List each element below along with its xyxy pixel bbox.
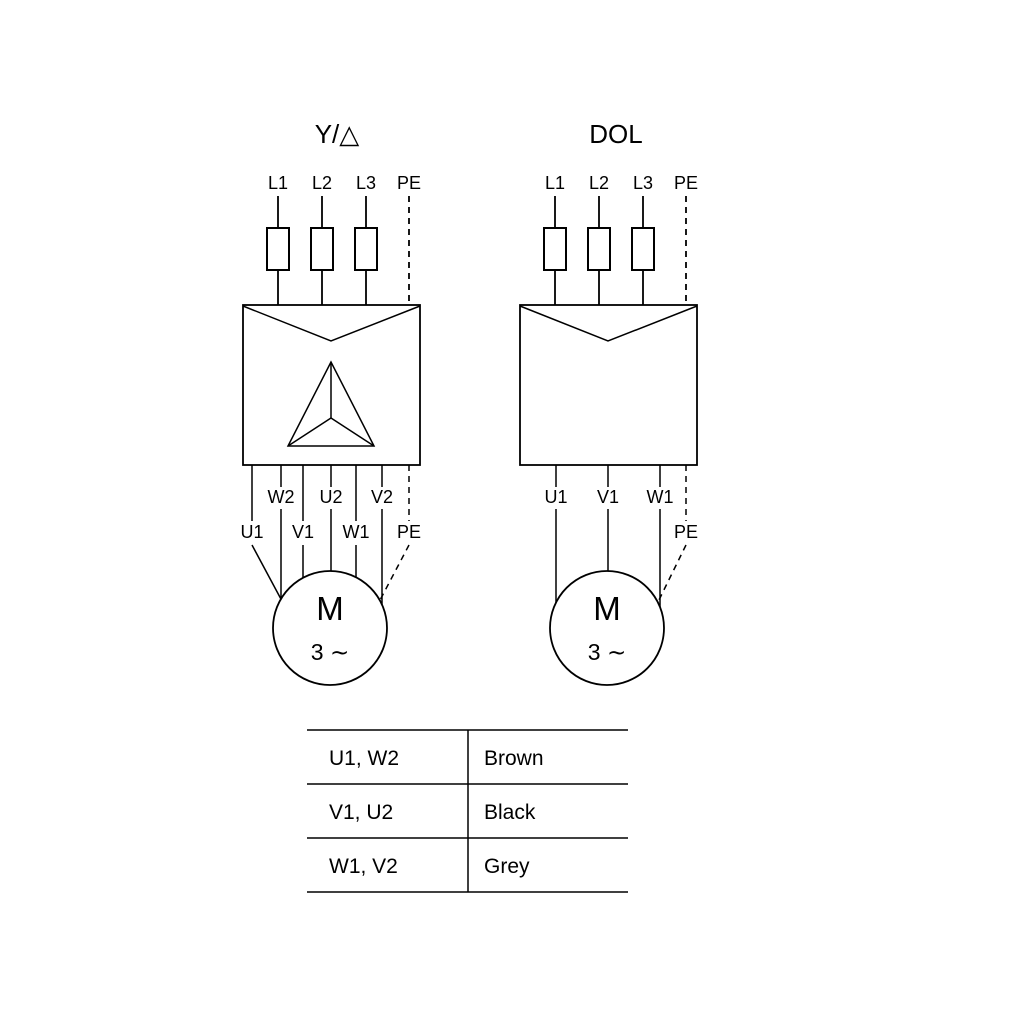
table-cell-terminals-3: W1, V2 xyxy=(329,855,398,878)
sd-terminal-label-pe: PE xyxy=(397,522,421,542)
dol-supply-label-l3: L3 xyxy=(633,173,653,193)
dol-terminal-label-pe: PE xyxy=(674,522,698,542)
fuse-symbol xyxy=(310,227,334,271)
motor-label: M xyxy=(593,590,621,627)
sd-terminal-label-w2: W2 xyxy=(268,487,295,507)
sd-motor-wires xyxy=(251,465,410,606)
sd-terminal-label-v1: V1 xyxy=(292,522,314,542)
sd-supply-label-l2: L2 xyxy=(312,173,332,193)
sd-fuses xyxy=(266,227,378,271)
contactor-chevron xyxy=(242,305,421,342)
pe-wire-dashed xyxy=(656,544,687,605)
motor-circle xyxy=(549,570,665,686)
sd-supply-label-l1: L1 xyxy=(268,173,288,193)
dol-title: DOL xyxy=(589,119,642,149)
pe-wire-dashed xyxy=(378,544,410,603)
dol-supply-label-pe: PE xyxy=(674,173,698,193)
starter-box xyxy=(519,304,698,466)
dol-terminal-label-u1: U1 xyxy=(544,487,567,507)
dol-terminal-label-v1: V1 xyxy=(597,487,619,507)
motor-circle xyxy=(272,570,388,686)
table-cell-color-3: Grey xyxy=(484,855,530,878)
motor-phase-label: 3 ∼ xyxy=(588,639,626,665)
sd-supply-label-l3: L3 xyxy=(356,173,376,193)
delta-triangle xyxy=(286,360,376,447)
table-cell-color-1: Brown xyxy=(484,747,544,770)
sd-terminal-label-u2: U2 xyxy=(319,487,342,507)
dol-fuses xyxy=(543,227,655,271)
table-cell-terminals-2: V1, U2 xyxy=(329,801,393,824)
wire-color-table: U1, W2 Brown V1, U2 Black W1, V2 Grey xyxy=(307,729,628,893)
sd-terminal-label-u1: U1 xyxy=(240,522,263,542)
delta-inner-line xyxy=(330,417,375,447)
dol-supply-wires xyxy=(554,196,687,305)
dol-terminal-label-w1: W1 xyxy=(647,487,674,507)
sd-supply-label-pe: PE xyxy=(397,173,421,193)
star-delta-diagram: Y/△ L1 L2 L3 PE xyxy=(240,119,421,686)
sd-terminal-label-v2: V2 xyxy=(371,487,393,507)
table-cell-terminals-1: U1, W2 xyxy=(329,747,399,770)
fuse-symbol xyxy=(354,227,378,271)
table-cell-color-2: Black xyxy=(484,801,536,824)
motor-label: M xyxy=(316,590,344,627)
fuse-symbol xyxy=(631,227,655,271)
dol-motor-wires xyxy=(555,465,687,607)
wire-line xyxy=(251,544,283,602)
fuse-symbol xyxy=(587,227,611,271)
dol-diagram: DOL L1 L2 L3 PE xyxy=(519,119,698,686)
sd-supply-wires xyxy=(277,196,410,305)
contactor-chevron xyxy=(519,305,698,342)
dol-supply-label-l2: L2 xyxy=(589,173,609,193)
delta-inner-line xyxy=(287,417,332,447)
table-borders xyxy=(307,729,628,893)
fuse-symbol xyxy=(543,227,567,271)
star-delta-title: Y/△ xyxy=(315,119,360,149)
delta-symbol xyxy=(286,360,376,447)
dol-supply-label-l1: L1 xyxy=(545,173,565,193)
sd-terminal-label-w1: W1 xyxy=(343,522,370,542)
motor-phase-label: 3 ∼ xyxy=(311,639,349,665)
fuse-symbol xyxy=(266,227,290,271)
